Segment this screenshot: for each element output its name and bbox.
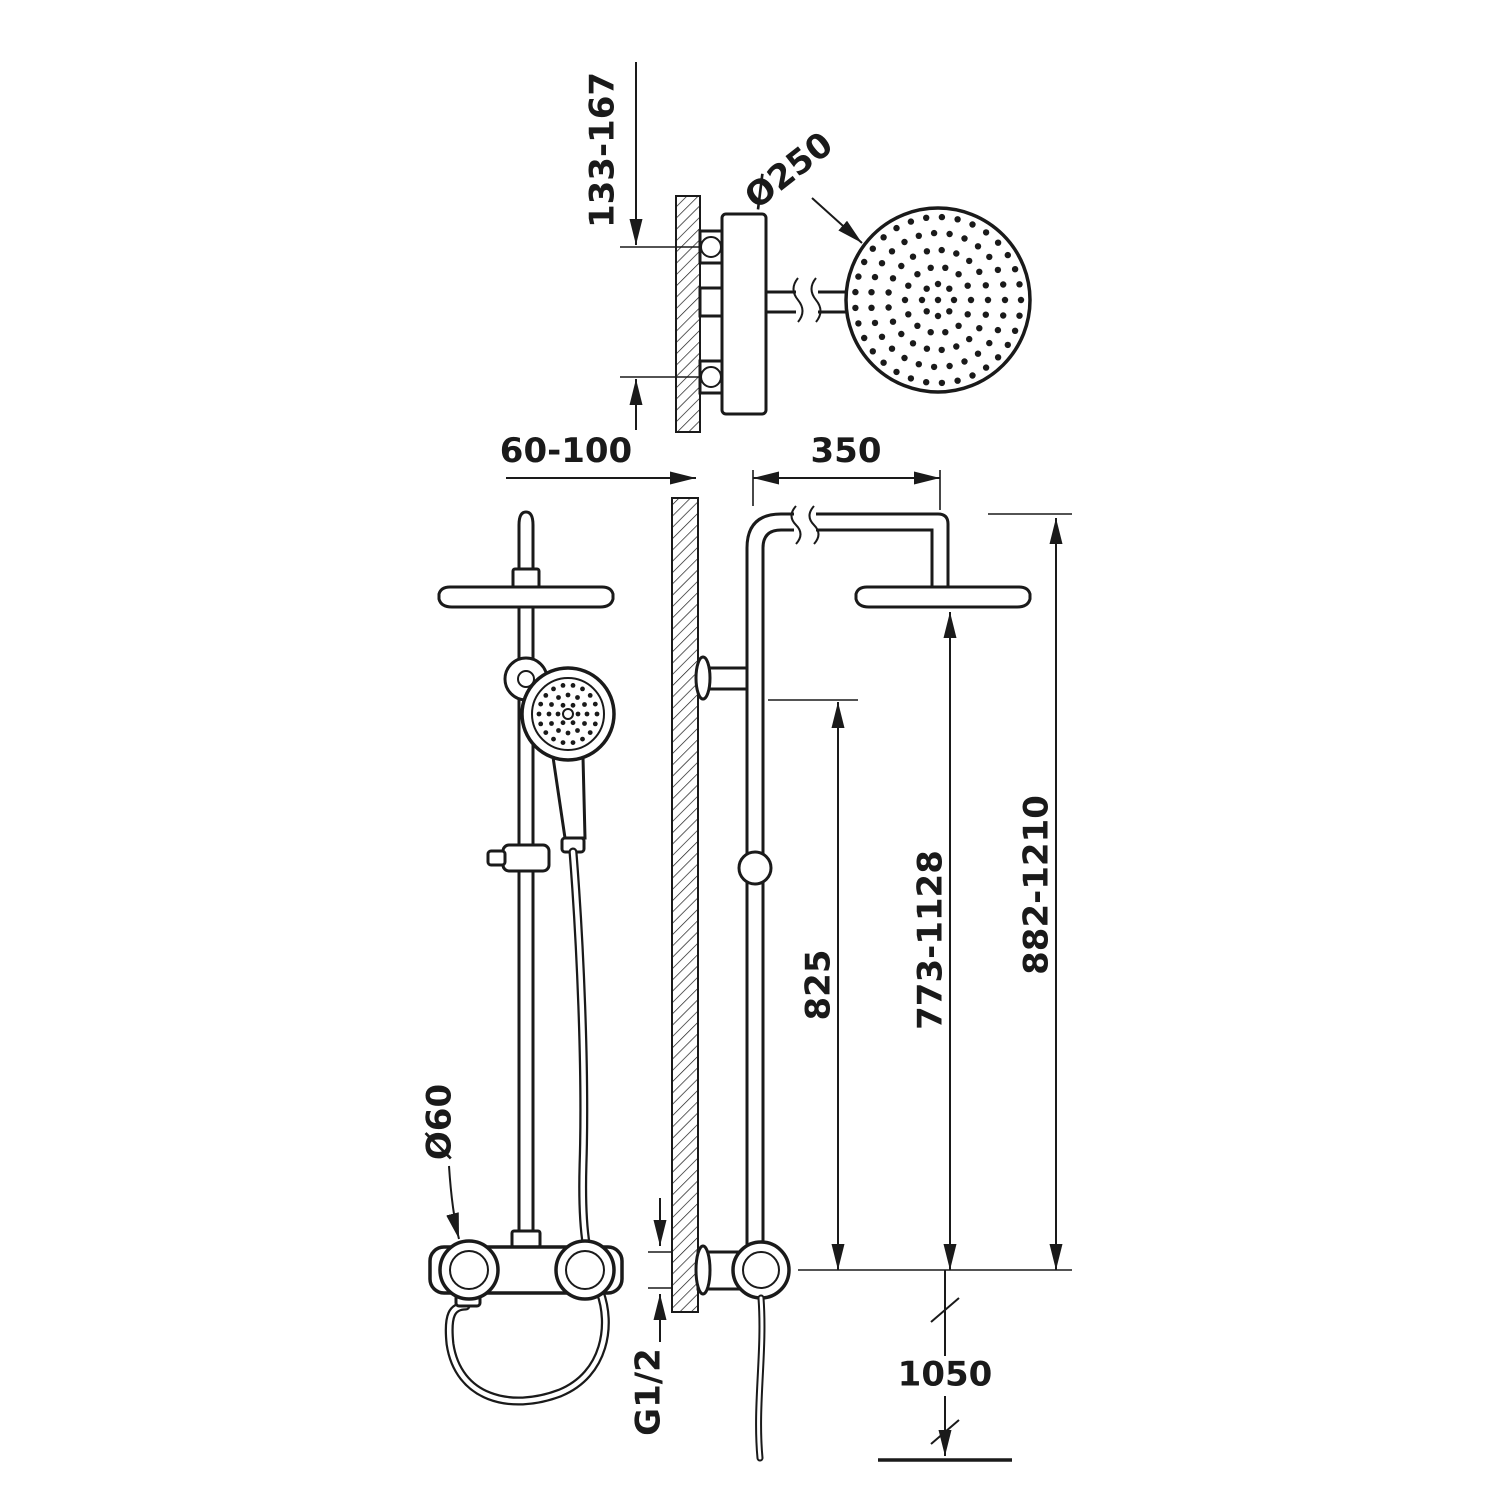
- handshower-center-nozzle: [562, 708, 574, 720]
- label-inlet-spacing: 133-167: [583, 72, 623, 228]
- diverter-knob-side: [737, 850, 773, 886]
- inlet-nut-upper: [700, 236, 722, 258]
- valve-body-top-view: [720, 212, 768, 416]
- riser-pipe-front: [517, 510, 535, 1247]
- mixer-knob-left: [438, 1239, 500, 1301]
- slide-clamp-lever: [486, 849, 507, 867]
- rain-head-side: [854, 585, 1032, 609]
- wall-section-side-view: [671, 497, 699, 1313]
- handshower-handle: [551, 755, 587, 840]
- mixer-knob-right: [554, 1239, 616, 1301]
- dim-overall-height-range: 882-1210: [988, 513, 1072, 1270]
- break-slash: [930, 1419, 960, 1445]
- wall-section-top-view: [675, 195, 701, 433]
- label-backing: [907, 1356, 983, 1396]
- dim-arm-projection: 350: [752, 431, 941, 510]
- mixer-collar: [510, 1229, 542, 1249]
- rain-head-spray-dots: [852, 213, 1025, 387]
- callout-valve-diameter: Ø60: [420, 1084, 460, 1240]
- slide-clamp: [501, 843, 551, 873]
- label-arm-projection: 350: [811, 431, 882, 471]
- head-collar: [511, 567, 541, 590]
- dim-inlet-spacing: 133-167: [583, 62, 700, 430]
- label-thread: G1/2: [629, 1348, 669, 1436]
- label-head-height-range: 773-1128: [911, 850, 951, 1030]
- label-bracket-height: 825: [799, 950, 839, 1021]
- valve-center-connector: [698, 286, 724, 318]
- mixer-knob-right-ring: [565, 1250, 605, 1290]
- top-view: 133-167 Ø250: [583, 62, 1032, 433]
- label-wall-clearance: 60-100: [500, 431, 632, 471]
- mixer-wall-flange: [694, 1244, 712, 1296]
- callout-thread: G1/2: [629, 1198, 672, 1436]
- mixer-knob-left-ring: [449, 1250, 489, 1290]
- side-view: 60-100 350 825 773-1128: [500, 431, 1072, 1462]
- handshower-spray-dots: [536, 683, 600, 745]
- rain-head-front: [437, 585, 615, 609]
- label-rain-head-diameter: Ø250: [737, 124, 840, 217]
- dim-hose-length: 1050: [878, 1270, 1012, 1462]
- leader-arrow: [446, 1165, 460, 1240]
- riser-and-arm-pipe-side: [745, 512, 950, 1252]
- dim-head-height-range: 773-1128: [911, 612, 957, 1270]
- dim-bracket-height: 825: [768, 699, 858, 1270]
- break-slash: [930, 1297, 960, 1323]
- pipe-break-mark: [792, 277, 804, 323]
- mixer-knob-side-ring: [742, 1251, 780, 1289]
- handshower-face-ring: [531, 677, 605, 751]
- wall-bracket-flange: [694, 655, 712, 701]
- dim-wall-clearance: 60-100: [500, 431, 696, 485]
- inlet-nut-lower: [700, 366, 722, 388]
- front-view: Ø60: [420, 510, 624, 1406]
- mixer-knob-side: [731, 1240, 791, 1300]
- pipe-break-mark: [790, 505, 802, 545]
- leader-arrow: [811, 197, 863, 244]
- label-overall-height-range: 882-1210: [1017, 795, 1057, 975]
- pipe-break-mark: [810, 277, 822, 323]
- pipe-break-mark: [808, 505, 820, 545]
- label-valve-diameter: Ø60: [420, 1084, 460, 1160]
- outlet-pipe-top-view: [766, 277, 848, 323]
- label-hose-length: 1050: [898, 1355, 993, 1395]
- handshower-holder-pin: [517, 670, 535, 688]
- hose-side-inner: [757, 1296, 764, 1460]
- hose-front-inner: [447, 849, 608, 1404]
